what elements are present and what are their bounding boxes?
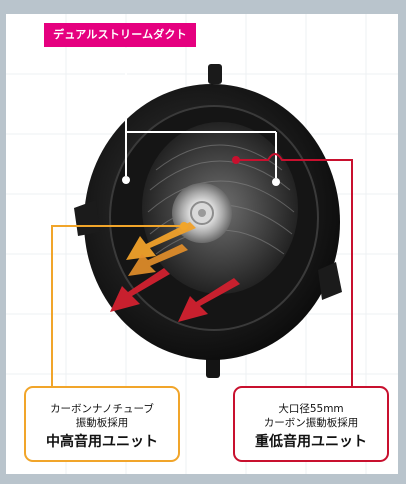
midhigh-unit-label: カーボンナノチューブ 振動板採用 中高音用ユニット [24, 386, 180, 462]
right-rail [318, 262, 342, 300]
airflow-arrow-orange-2 [128, 244, 188, 276]
airflow-arrow-orange [126, 222, 196, 260]
bass-point [232, 156, 240, 164]
duct-point-left [122, 176, 130, 184]
midhigh-line2: 振動板採用 [75, 417, 129, 429]
airflow-arrow-red-1 [110, 268, 170, 312]
midhigh-line1: カーボンナノチューブ [50, 403, 154, 415]
bottom-nub [206, 356, 220, 378]
bass-unit-label: 大口径55mm カーボン振動板採用 重低音用ユニット [233, 386, 389, 462]
midhigh-point [180, 222, 188, 230]
duct-point-right [272, 178, 280, 186]
left-rail [74, 200, 100, 236]
midhigh-title: 中高音用ユニット [46, 434, 158, 450]
top-nub [208, 64, 222, 84]
bass-line1: 大口径55mm [278, 403, 344, 415]
bass-title: 重低音用ユニット [255, 434, 367, 450]
bass-callout-lines [238, 153, 353, 388]
duct-tag: デュアルストリームダクト [44, 23, 196, 47]
midhigh-callout-lines [51, 225, 182, 388]
airflow-arrow-red-2 [178, 278, 240, 322]
bass-line2: カーボン振動板採用 [263, 417, 359, 429]
